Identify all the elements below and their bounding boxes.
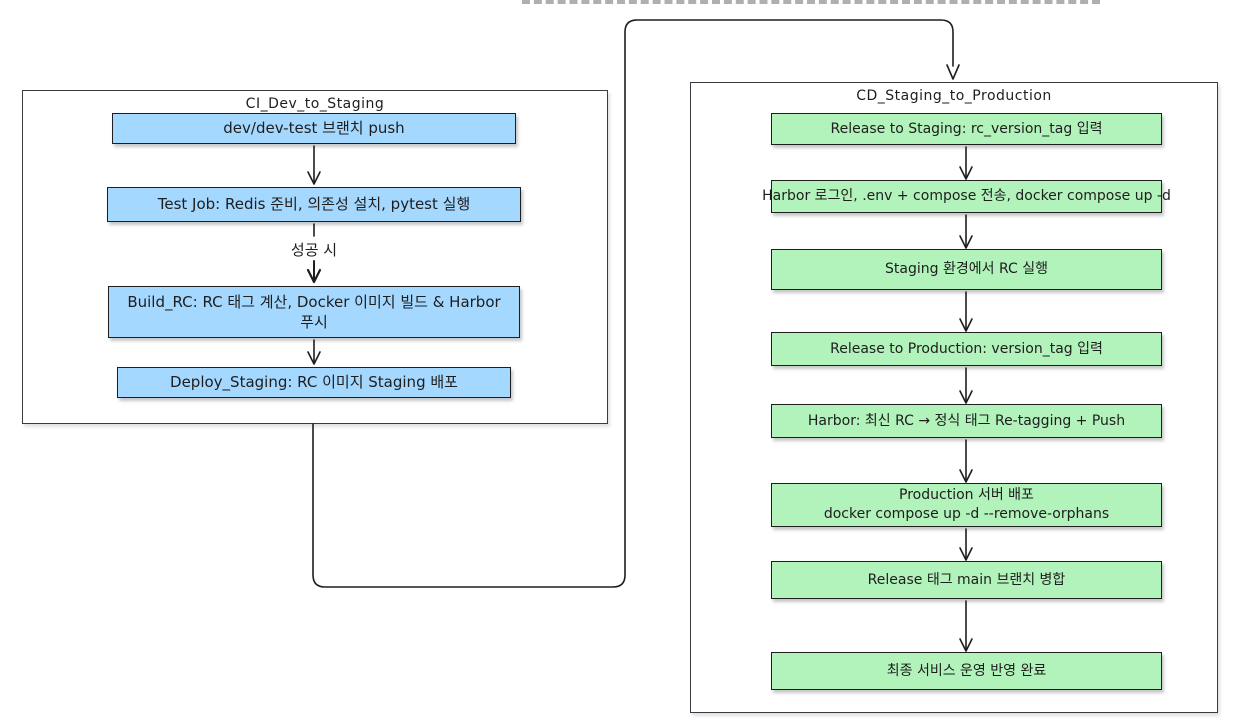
flow-node-cd-release-staging: Release to Staging: rc_version_tag 입력 — [771, 113, 1162, 145]
cd-subgraph-title: CD_Staging_to_Production — [856, 88, 1052, 104]
flow-node-cd-release-production: Release to Production: version_tag 입력 — [771, 332, 1162, 366]
flow-node-ci-test-job: Test Job: Redis 준비, 의존성 설치, pytest 실행 — [107, 187, 521, 222]
flow-node-ci-build-rc: Build_RC: RC 태그 계산, Docker 이미지 빌드 & Harb… — [108, 286, 520, 338]
flow-node-cd-final-done: 최종 서비스 운영 반영 완료 — [771, 652, 1162, 690]
flow-node-ci-deploy-staging: Deploy_Staging: RC 이미지 Staging 배포 — [117, 367, 511, 398]
clipped-top-edge-label — [522, 0, 1100, 4]
flow-node-cd-harbor-login: Harbor 로그인, .env + compose 전송, docker co… — [762, 180, 1171, 213]
flow-node-cd-production-deploy: Production 서버 배포 docker compose up -d --… — [771, 483, 1162, 527]
edge-label-on-success: 성공 시 — [284, 239, 344, 260]
cd-subgraph-container — [690, 82, 1218, 713]
ci-subgraph-title: CI_Dev_to_Staging — [245, 96, 385, 112]
flow-node-cd-merge-main: Release 태그 main 브랜치 병합 — [771, 561, 1162, 599]
flow-node-cd-staging-run-rc: Staging 환경에서 RC 실행 — [771, 249, 1162, 290]
flow-node-cd-retagging: Harbor: 최신 RC → 정식 태그 Re-tagging + Push — [771, 404, 1162, 438]
flow-node-ci-push: dev/dev-test 브랜치 push — [112, 113, 516, 144]
